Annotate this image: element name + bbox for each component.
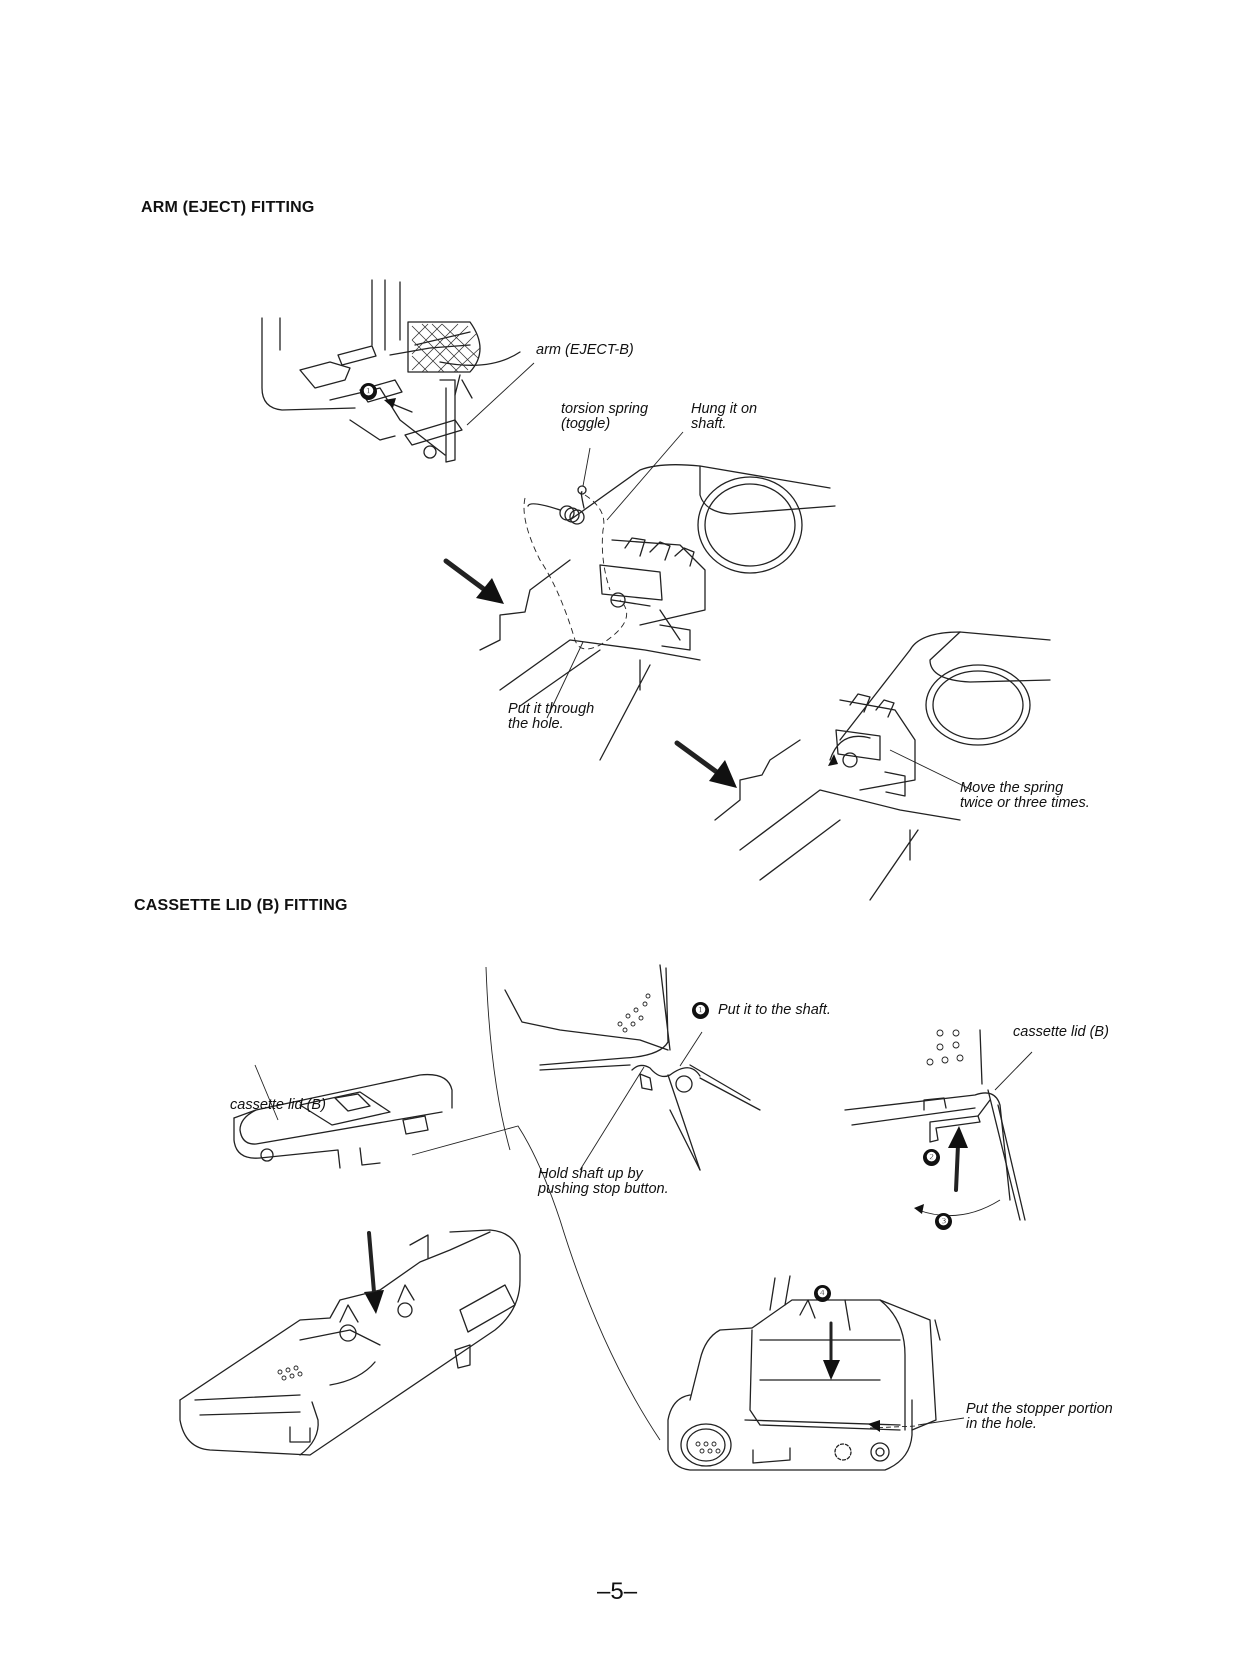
cassette-lid-left-label: cassette lid (B) <box>230 1098 326 1113</box>
hold-shaft-line-1: Hold shaft up by <box>538 1166 643 1182</box>
hold-shaft-label: Hold shaft up by pushing stop button. <box>538 1167 669 1197</box>
hung-on-shaft-line-2: shaft. <box>691 416 727 432</box>
torsion-spring-label: torsion spring (toggle) <box>561 402 648 432</box>
move-spring-label: Move the spring twice or three times. <box>960 781 1090 811</box>
arm-eject-fitting-heading: ARM (EJECT) FITTING <box>141 199 315 216</box>
cassette-lid-fitting-heading: CASSETTE LID (B) FITTING <box>134 897 348 914</box>
hung-on-shaft-line-1: Hung it on <box>691 401 758 417</box>
page-number: –5– <box>597 1578 638 1605</box>
move-spring-line-2: twice or three times. <box>960 795 1090 811</box>
put-through-hole-line-2: the hole. <box>508 716 564 732</box>
lid-step-3-marker: ❸ <box>935 1213 952 1230</box>
arm-eject-b-text: arm (EJECT-B) <box>536 342 634 358</box>
lid-step-2-marker: ❷ <box>923 1149 940 1166</box>
move-spring-line-1: Move the spring <box>960 780 1064 796</box>
put-to-shaft-label: Put it to the shaft. <box>718 1003 831 1018</box>
arm-eject-b-label: arm (EJECT-B) <box>536 343 634 358</box>
hold-shaft-line-2: pushing stop button. <box>538 1181 669 1197</box>
direction-arrow <box>443 558 504 604</box>
arm-spring-assembly-drawing <box>479 431 836 761</box>
direction-arrow <box>674 740 737 788</box>
cassette-lid-left-drawing <box>179 966 661 1456</box>
torsion-spring-line-1: torsion spring <box>561 401 649 417</box>
hung-on-shaft-label: Hung it on shaft. <box>691 402 757 432</box>
lid-stopper-detail-drawing <box>667 1275 965 1471</box>
lid-step-1-marker: ❶ <box>692 1002 709 1019</box>
lid-shaft-detail-drawing <box>504 964 761 1171</box>
put-to-shaft-text: Put it to the shaft. <box>718 1002 831 1018</box>
stopper-line-1: Put the stopper portion <box>966 1401 1113 1417</box>
lid-insert-detail-drawing <box>844 1029 1033 1221</box>
lid-step-4-marker: ❹ <box>814 1285 831 1302</box>
cassette-lid-right-label: cassette lid (B) <box>1013 1025 1109 1040</box>
stopper-line-2: in the hole. <box>966 1416 1037 1432</box>
step-1-marker: ❶ <box>360 383 377 400</box>
cassette-lid-right-text: cassette lid (B) <box>1013 1024 1109 1040</box>
stopper-label: Put the stopper portion in the hole. <box>966 1402 1113 1432</box>
arm-spring-final-drawing <box>714 631 1051 901</box>
arm-eject-detail-drawing <box>261 279 535 463</box>
cassette-lid-left-text: cassette lid (B) <box>230 1097 326 1113</box>
put-through-hole-label: Put it through the hole. <box>508 702 594 732</box>
put-through-hole-line-1: Put it through <box>508 701 595 717</box>
torsion-spring-line-2: (toggle) <box>561 416 611 432</box>
